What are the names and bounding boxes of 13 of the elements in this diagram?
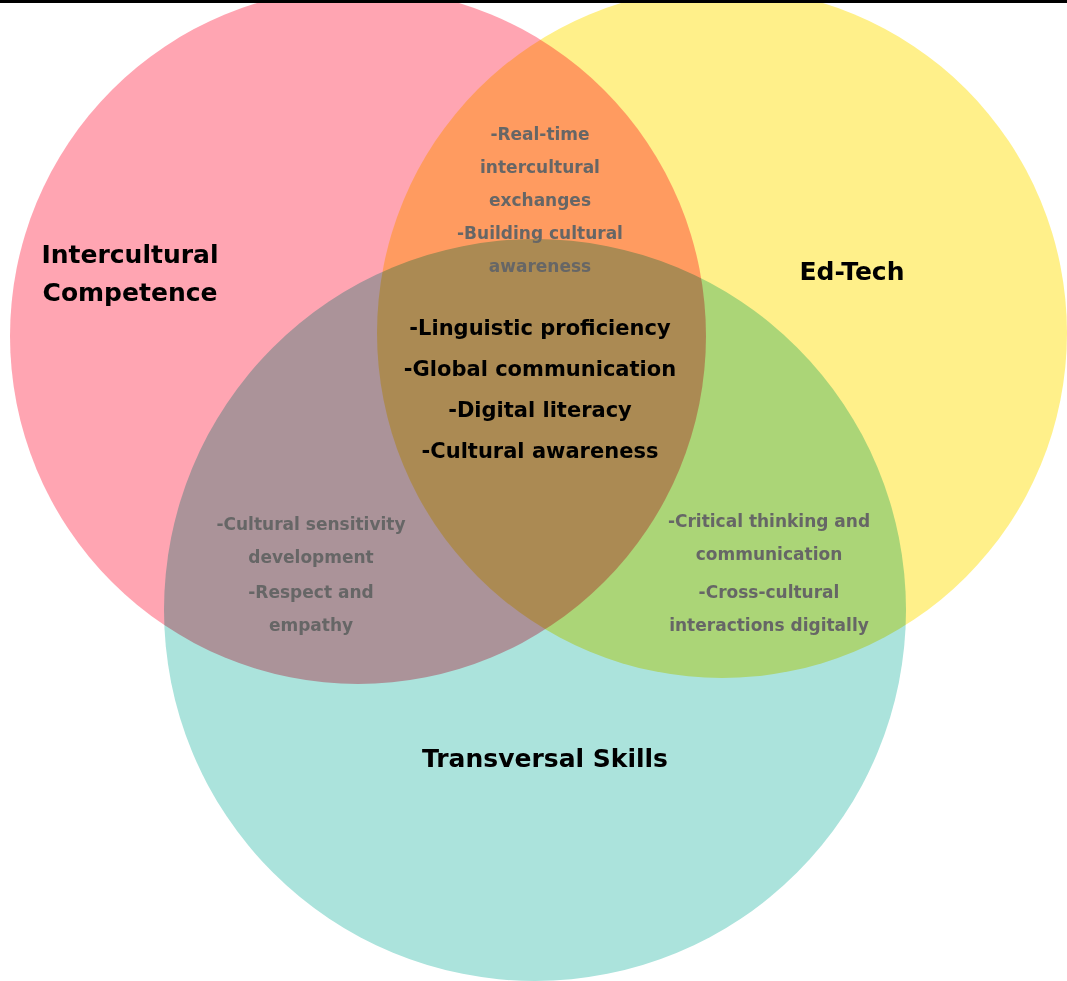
core-skill-text: -Cultural awareness [420, 439, 660, 465]
core-skill-text: -Global communication [402, 357, 678, 383]
circle-title: Intercultural Competence [40, 239, 220, 309]
circle-title: Ed-Tech [798, 256, 906, 288]
overlap-text: -Cultural sensitivity development [215, 513, 407, 570]
overlap-text: -Cross-cultural interactions digitally [668, 581, 870, 638]
circle-title: Transversal Skills [421, 743, 669, 775]
overlap-text: -Real-time intercultural exchanges [479, 123, 601, 213]
overlap-text: -Critical thinking and communication [666, 510, 872, 567]
core-skill-text: -Digital literacy [447, 398, 633, 424]
overlap-text: -Respect and empathy [247, 581, 375, 638]
overlap-text: -Building cultural awareness [456, 222, 624, 279]
core-skill-text: -Linguistic proficiency [408, 316, 672, 342]
